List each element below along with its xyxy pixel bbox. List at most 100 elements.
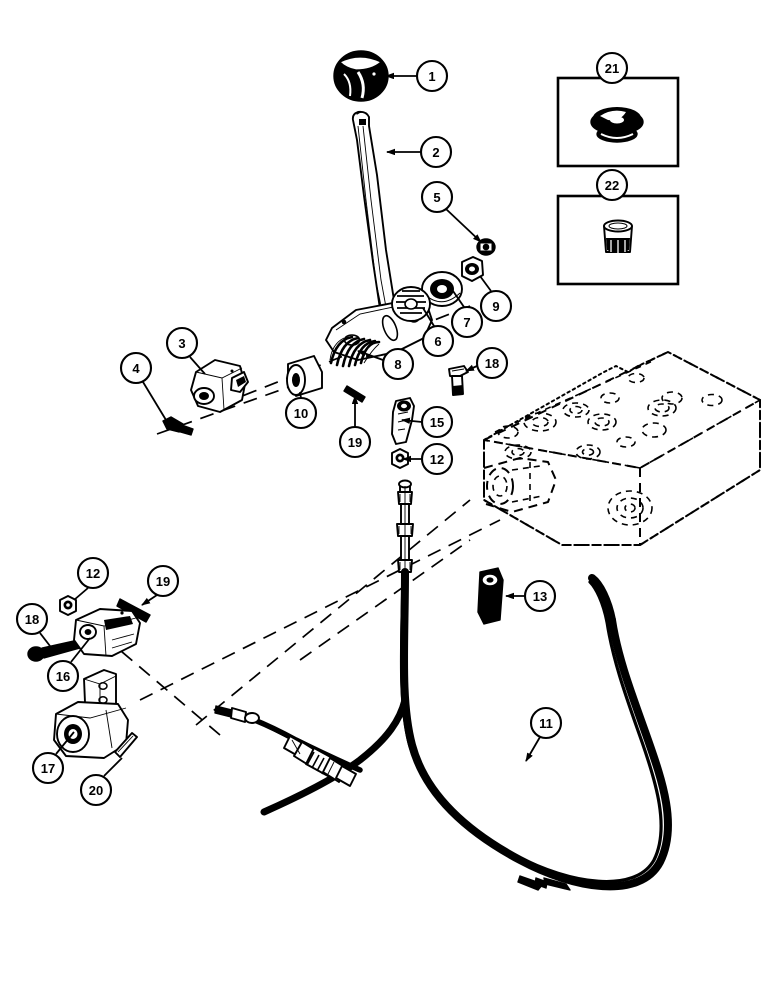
callout-number: 19 <box>348 435 362 450</box>
cable-lower-tip <box>214 705 260 724</box>
callout-circle <box>46 659 80 693</box>
callout-plug-inset[interactable]: 22 <box>595 168 629 202</box>
part-roll-pin-lower <box>116 598 151 623</box>
part-plug <box>603 219 633 254</box>
callout-grommet-inset[interactable]: 21 <box>595 51 629 85</box>
callout-jam-nut-upper[interactable]: 12 <box>420 442 454 476</box>
callout-number: 9 <box>492 299 499 314</box>
callout-circle <box>475 346 509 380</box>
part-jam-nut-upper <box>391 448 409 469</box>
part-control-cable <box>214 479 672 891</box>
callout-hex-nut-upper[interactable]: 5 <box>420 180 454 214</box>
callout-number: 13 <box>533 589 547 604</box>
callout-circle <box>523 579 557 613</box>
callout-number: 2 <box>432 145 439 160</box>
callout-circle <box>450 305 484 339</box>
callout-number: 16 <box>56 669 70 684</box>
callout-circle <box>119 351 153 385</box>
callout-number: 6 <box>434 334 441 349</box>
callout-circle <box>338 425 372 459</box>
part-bracket-screw-upper <box>448 365 469 396</box>
callout-bracket-screw-upper[interactable]: 18 <box>475 346 509 380</box>
callout-circle <box>595 168 629 202</box>
callout-roll-pin-lower[interactable]: 19 <box>146 564 180 598</box>
part-compression-spring <box>329 335 381 368</box>
callout-number: 20 <box>89 783 103 798</box>
callout-circle <box>421 324 455 358</box>
part-hex-nut <box>461 256 484 282</box>
part-hex-nut-upper <box>476 238 496 256</box>
callout-circle <box>415 59 449 93</box>
callout-circle <box>146 564 180 598</box>
callout-cotter-pin[interactable]: 20 <box>79 773 113 807</box>
callout-compression-spring[interactable]: 8 <box>381 347 415 381</box>
callout-circle <box>420 405 454 439</box>
inset-grommet-box <box>556 76 680 168</box>
part-bracket-screw-lower <box>27 639 81 662</box>
callout-number: 7 <box>463 315 470 330</box>
callout-control-lever[interactable]: 2 <box>419 135 453 169</box>
callout-number: 4 <box>132 361 140 376</box>
callout-circle <box>479 289 513 323</box>
callout-number: 5 <box>433 190 440 205</box>
callout-control-knob[interactable]: 1 <box>415 59 449 93</box>
callout-control-cable[interactable]: 11 <box>529 706 563 740</box>
callout-circle <box>381 347 415 381</box>
part-cotter-pin <box>114 732 138 758</box>
part-cable-clip <box>477 567 504 625</box>
part-bushing <box>286 355 323 397</box>
callout-number: 18 <box>485 356 499 371</box>
callout-jam-nut-lower[interactable]: 12 <box>76 556 110 590</box>
callout-lock-washer[interactable]: 6 <box>421 324 455 358</box>
callout-mounting-bracket[interactable]: 17 <box>31 751 65 785</box>
callout-number: 19 <box>156 574 170 589</box>
callout-number: 15 <box>430 415 444 430</box>
part-lock-washer <box>391 286 431 322</box>
part-cable-end-bracket <box>73 608 141 657</box>
assembly-axis-lines <box>107 305 501 736</box>
callout-bushing[interactable]: 10 <box>284 396 318 430</box>
callout-number: 3 <box>178 336 185 351</box>
callout-circle <box>420 180 454 214</box>
cable-break-arrows <box>517 875 571 891</box>
part-control-lever <box>325 110 433 361</box>
cable-upper-fitting <box>396 479 414 573</box>
part-grommet <box>590 107 644 143</box>
part-roll-pin-upper <box>343 385 366 403</box>
callout-circle <box>595 51 629 85</box>
callout-number: 12 <box>86 566 100 581</box>
callout-roll-pin-upper[interactable]: 19 <box>338 425 372 459</box>
cable-threaded-adjuster <box>283 735 357 787</box>
callout-number: 10 <box>294 406 308 421</box>
callout-number: 12 <box>430 452 444 467</box>
callout-circle <box>15 602 49 636</box>
callout-number: 22 <box>605 178 619 193</box>
part-jam-nut-lower <box>59 595 77 616</box>
callout-circle <box>529 706 563 740</box>
callout-circle <box>165 326 199 360</box>
callout-number: 17 <box>41 761 55 776</box>
callout-cable-clip[interactable]: 13 <box>523 579 557 613</box>
callout-bracket-screw-lower[interactable]: 18 <box>15 602 49 636</box>
part-control-knob <box>333 50 389 102</box>
callout-hex-nut[interactable]: 9 <box>479 289 513 323</box>
callout-pivot-block[interactable]: 3 <box>165 326 199 360</box>
callout-number: 21 <box>605 61 619 76</box>
callout-flat-washer[interactable]: 7 <box>450 305 484 339</box>
callout-circle <box>79 773 113 807</box>
part-hydraulic-valve-body <box>483 350 761 546</box>
callout-circle <box>420 442 454 476</box>
callout-cable-clevis[interactable]: 15 <box>420 405 454 439</box>
callout-number: 11 <box>539 716 553 731</box>
part-cap-screw <box>162 416 194 436</box>
part-flat-washer <box>421 271 463 307</box>
callout-circle <box>419 135 453 169</box>
callout-circle <box>284 396 318 430</box>
callout-cable-end-bracket[interactable]: 16 <box>46 659 80 693</box>
callout-circle <box>31 751 65 785</box>
callout-number: 8 <box>394 357 401 372</box>
callout-cap-screw[interactable]: 4 <box>119 351 153 385</box>
